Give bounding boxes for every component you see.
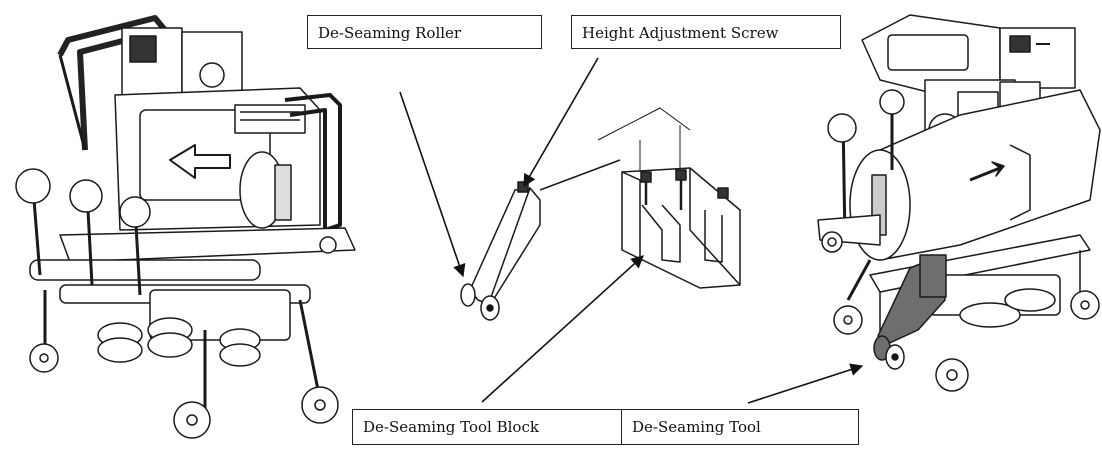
right-welder-machine bbox=[817, 14, 1101, 392]
de-seaming-tool-block-part bbox=[597, 107, 741, 289]
label-de-seaming-tool-block: De-Seaming Tool Block bbox=[352, 409, 622, 445]
arrow-block bbox=[481, 255, 644, 403]
de-seaming-roller-part bbox=[460, 159, 621, 321]
label-de-seaming-tool: De-Seaming Tool bbox=[621, 409, 859, 445]
arrow-roller bbox=[399, 91, 466, 278]
arrow-tool bbox=[747, 363, 864, 404]
label-height-adjustment-screw: Height Adjustment Screw bbox=[571, 15, 841, 49]
arrow-screw bbox=[523, 57, 599, 188]
left-welder-machine bbox=[15, 15, 356, 439]
label-de-seaming-roller: De-Seaming Roller bbox=[307, 15, 542, 49]
callout-arrows bbox=[399, 57, 864, 404]
